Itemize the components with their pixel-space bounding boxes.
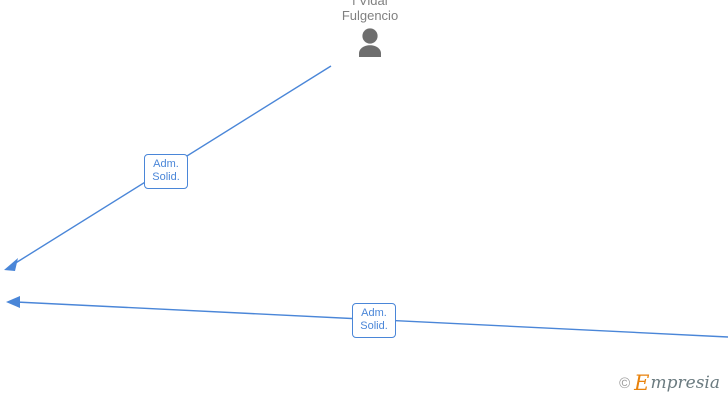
edge-horizontal-arrowhead xyxy=(6,296,20,308)
node-person-name-line2: Fulgencio xyxy=(341,8,399,23)
node-left-clipped[interactable]: L xyxy=(0,337,24,352)
edge-label-1-line1: Adm. xyxy=(153,158,179,170)
edge-diagonal-arrowhead xyxy=(4,258,18,271)
edge-label-adm-solid-2[interactable]: Adm. Solid. xyxy=(352,303,396,338)
edge-label-2-line2: Solid. xyxy=(360,320,388,332)
node-left-name: L xyxy=(0,337,24,352)
brand-name: mpresia xyxy=(650,373,721,393)
node-person[interactable]: i Vidal Fulgencio xyxy=(290,0,450,57)
watermark: © E mpresia xyxy=(619,373,720,394)
edge-label-1-line2: Solid. xyxy=(152,171,180,183)
edge-label-2-line1: Adm. xyxy=(361,307,387,319)
node-person-name-line1: i Vidal xyxy=(352,0,388,8)
person-icon xyxy=(290,27,450,57)
edge-label-adm-solid-1[interactable]: Adm. Solid. xyxy=(144,154,188,189)
brand-initial: E xyxy=(634,371,650,395)
copyright-symbol: © xyxy=(619,375,631,392)
